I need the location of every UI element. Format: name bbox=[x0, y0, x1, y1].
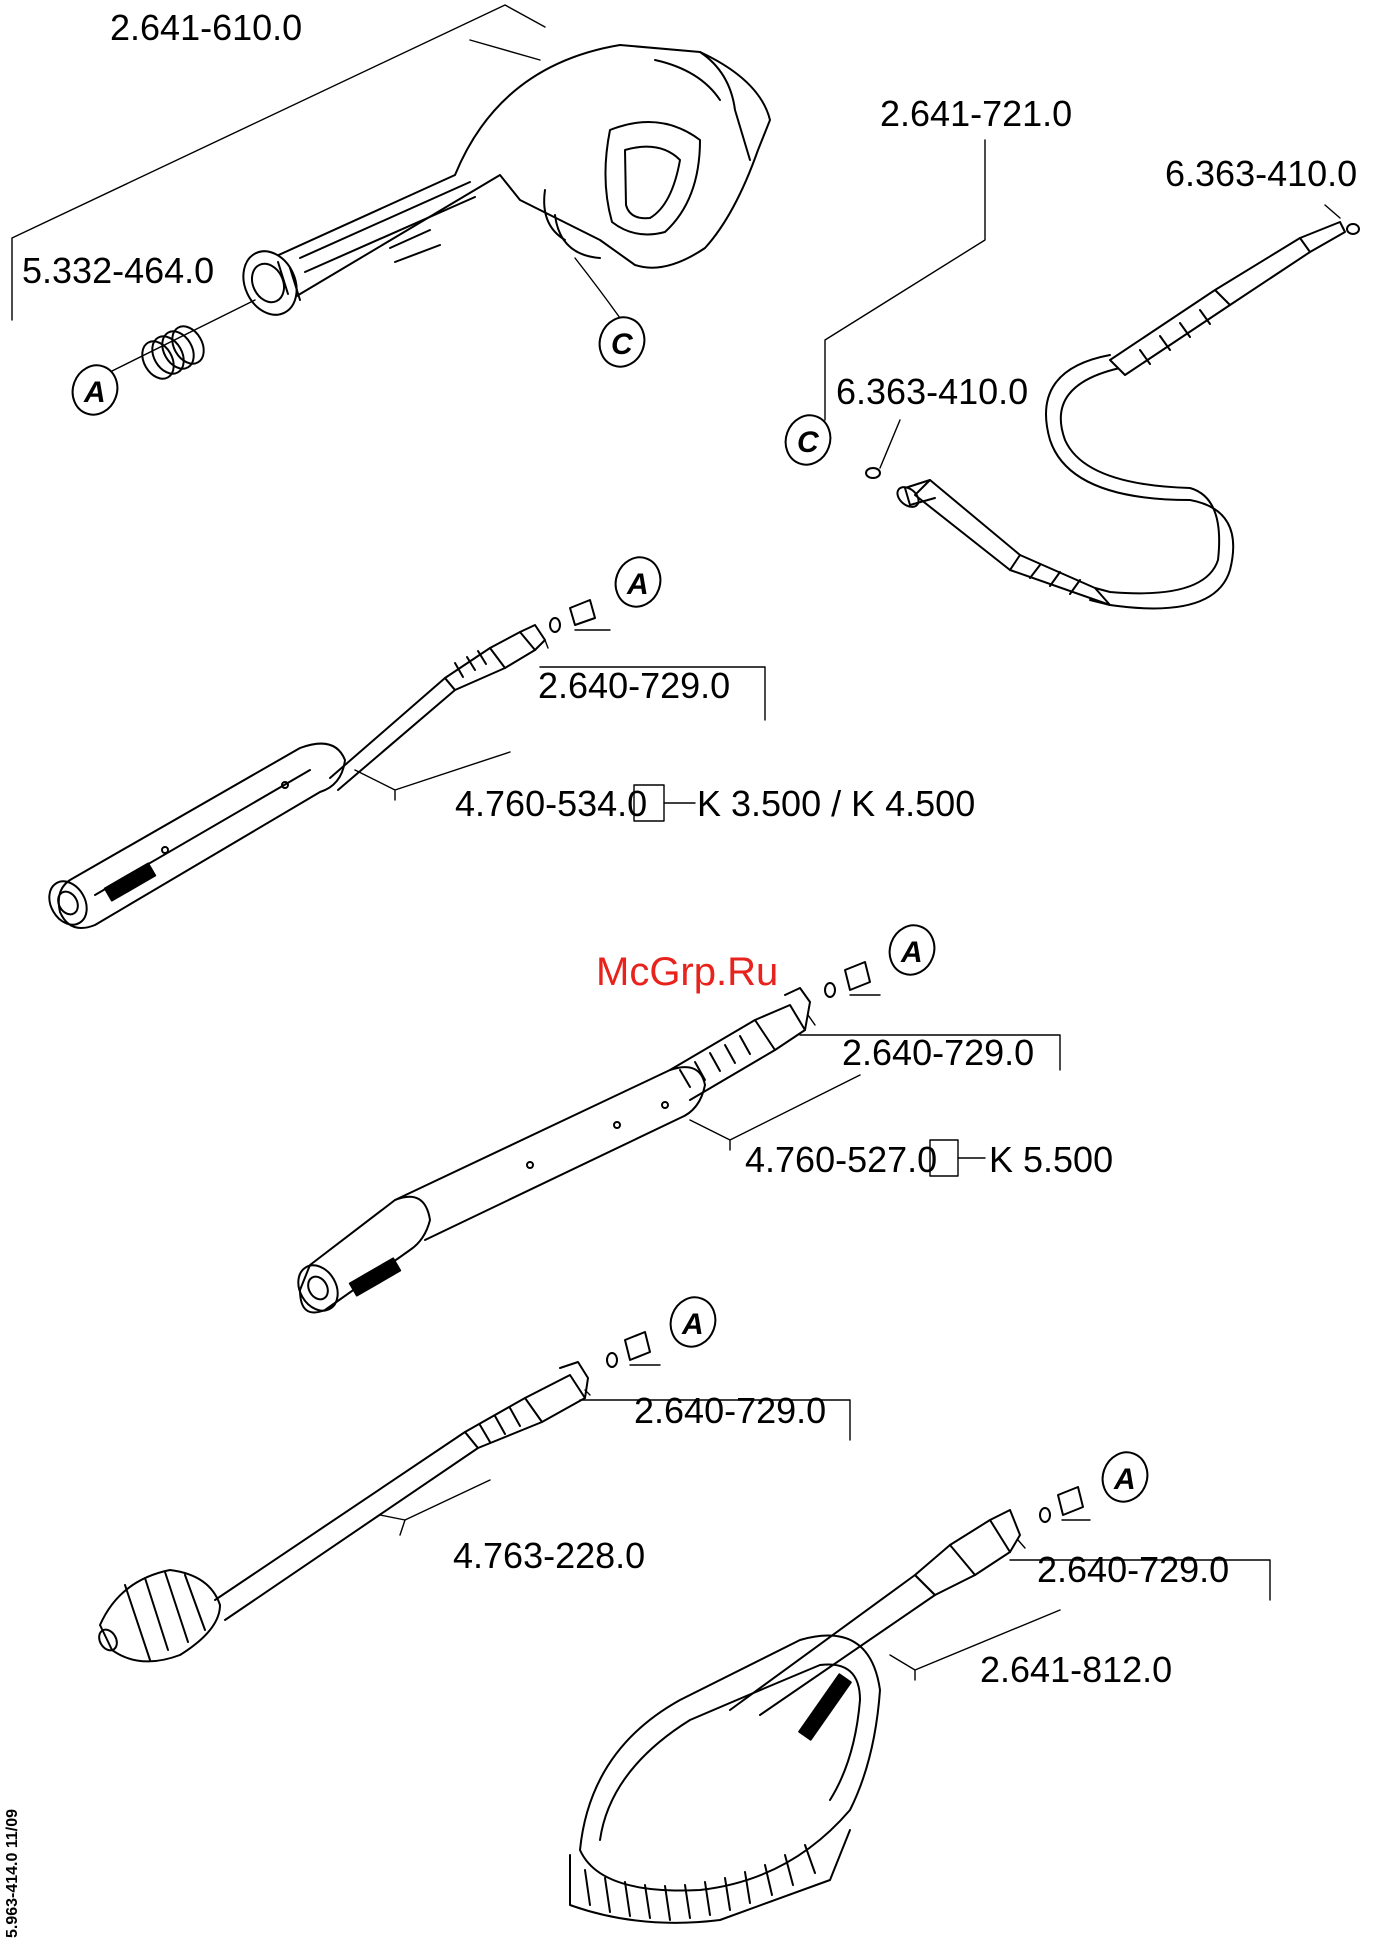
callout-a-lance1: A bbox=[609, 551, 667, 613]
part-number-lance1-nozzle: 2.640-729.0 bbox=[538, 668, 730, 704]
svg-text:A: A bbox=[1113, 1463, 1136, 1496]
leader-hose-oring-top bbox=[1325, 205, 1340, 218]
part-number-hose: 2.641-721.0 bbox=[880, 96, 1072, 132]
spring-drawing bbox=[136, 321, 210, 385]
svg-text:A: A bbox=[900, 936, 923, 969]
svg-text:A: A bbox=[681, 1308, 704, 1341]
leader-brush-nozzle bbox=[1018, 1520, 1090, 1548]
svg-text:C: C bbox=[611, 328, 634, 361]
part-number-lance3: 4.763-228.0 bbox=[453, 1538, 645, 1574]
part-number-lance3-nozzle: 2.640-729.0 bbox=[634, 1393, 826, 1429]
part-number-gun: 2.641-610.0 bbox=[110, 10, 302, 46]
callout-a-brush: A bbox=[1096, 1446, 1154, 1508]
part-number-spring: 5.332-464.0 bbox=[22, 253, 214, 289]
callout-a-lance2: A bbox=[883, 919, 941, 981]
svg-text:A: A bbox=[626, 568, 649, 601]
part-number-lance1: 4.760-534.0 bbox=[455, 786, 647, 822]
leader-lance3 bbox=[380, 1480, 490, 1535]
part-number-lance2: 4.760-527.0 bbox=[745, 1142, 937, 1178]
spray-gun-drawing bbox=[233, 45, 770, 323]
part-number-brush: 2.641-812.0 bbox=[980, 1652, 1172, 1688]
leader-lance2-nozzle bbox=[808, 995, 880, 1025]
svg-text:A: A bbox=[83, 376, 106, 409]
part-number-lance2-nozzle: 2.640-729.0 bbox=[842, 1035, 1034, 1071]
leader-gun-c bbox=[575, 258, 620, 318]
callout-c-hose: C bbox=[779, 409, 837, 471]
brush-drawing bbox=[570, 1487, 1083, 1923]
callout-a-gun: A bbox=[66, 359, 124, 421]
model-lance1: K 3.500 / K 4.500 bbox=[697, 786, 975, 822]
part-number-brush-nozzle: 2.640-729.0 bbox=[1037, 1552, 1229, 1588]
part-number-oring-hose-top: 6.363-410.0 bbox=[1165, 156, 1357, 192]
leader-gun-top bbox=[470, 40, 540, 60]
callout-c-gun: C bbox=[593, 311, 651, 373]
document-number: 5.963-414.0 11/09 bbox=[4, 1809, 22, 1938]
leader-hose-oring-bottom bbox=[880, 420, 900, 468]
svg-text:C: C bbox=[797, 426, 820, 459]
callout-a-lance3: A bbox=[664, 1291, 722, 1353]
part-number-oring-hose-bottom: 6.363-410.0 bbox=[836, 374, 1028, 410]
hose-drawing bbox=[866, 222, 1359, 608]
lance-3-drawing bbox=[96, 1332, 650, 1661]
model-lance2: K 5.500 bbox=[989, 1142, 1113, 1178]
leader-spring bbox=[110, 300, 255, 372]
lance-1-drawing bbox=[42, 600, 595, 931]
watermark: McGrp.Ru bbox=[596, 950, 778, 995]
